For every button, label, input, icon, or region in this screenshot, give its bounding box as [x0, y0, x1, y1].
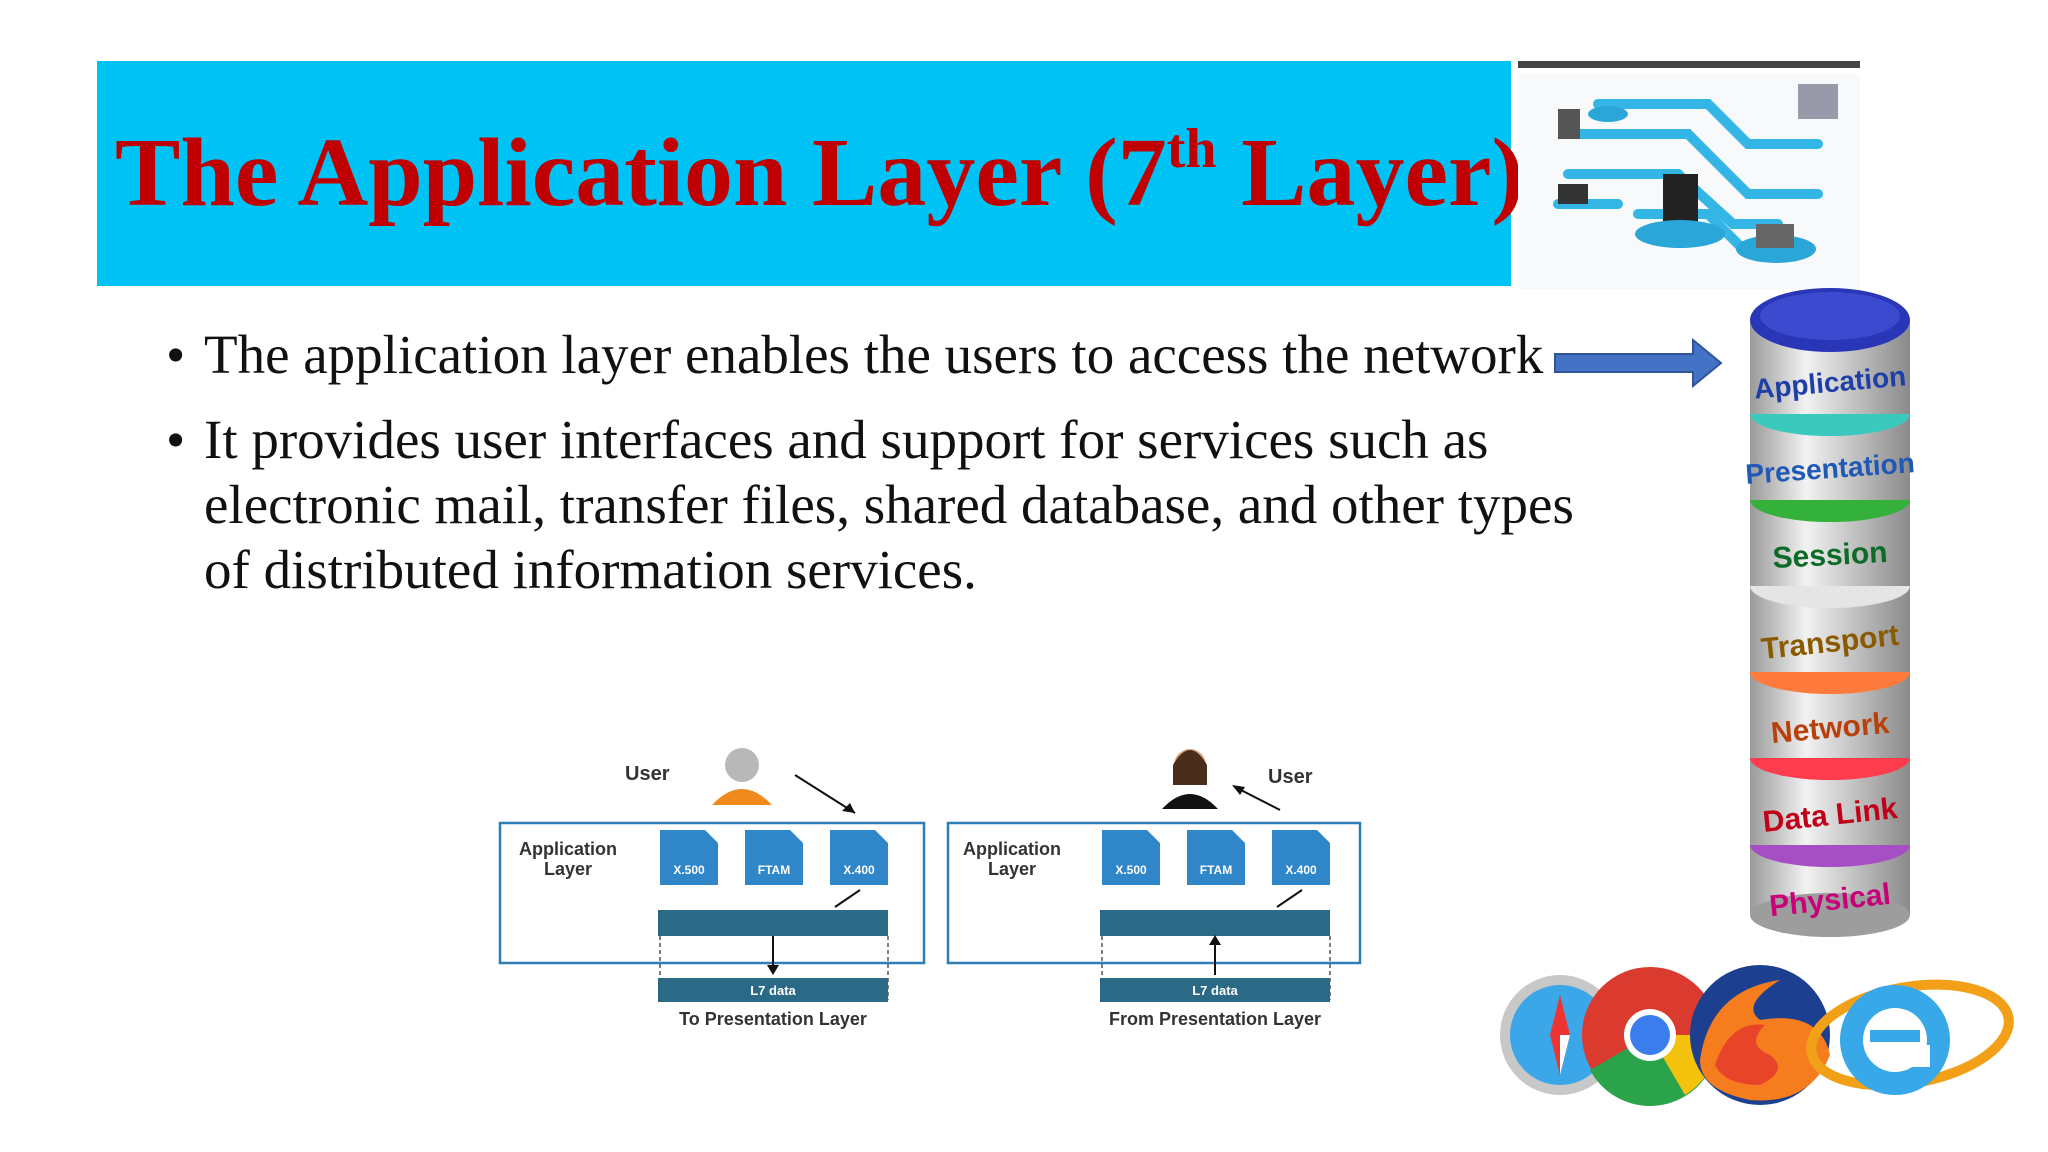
file-label: X.400	[1285, 863, 1317, 877]
ie-icon	[1806, 979, 2014, 1095]
file-label: FTAM	[1200, 863, 1232, 877]
layer-label-line1-left: Application	[519, 839, 617, 859]
file-icon: X.400	[830, 830, 888, 885]
file-icon: FTAM	[1187, 830, 1245, 885]
user-label-left: User	[625, 763, 670, 785]
layer-label-line2-left: Layer	[544, 859, 592, 879]
browser-logos	[1500, 965, 2014, 1106]
file-icon: X.400	[1272, 830, 1330, 885]
file-icon: FTAM	[745, 830, 803, 885]
application-layer-diagram: User Application Layer X.500 FTAM X.400 …	[498, 748, 1362, 1029]
osi-layer-presentation: Presentation	[1744, 392, 1916, 500]
title-main: The Application Layer (7	[115, 119, 1167, 227]
layer-label-line2-right: Layer	[988, 859, 1036, 879]
osi-layer-application: Application	[1750, 288, 1910, 414]
bullet-text: The application layer enables the users …	[204, 324, 1544, 385]
file-label: X.400	[843, 863, 875, 877]
bullet-dot: •	[166, 324, 186, 385]
network-icon	[1518, 74, 1860, 289]
top-rule	[1518, 61, 1860, 68]
arrow-right-icon	[1554, 338, 1723, 388]
title-bar: The Application Layer (7th Layer)	[97, 61, 1524, 286]
file-label: X.500	[1115, 863, 1147, 877]
caption-right: From Presentation Layer	[1109, 1009, 1321, 1029]
bullet-item: • The application layer enables the user…	[160, 322, 1560, 387]
file-label: FTAM	[758, 863, 790, 877]
title-superscript: th	[1166, 118, 1217, 180]
data-label-left: L7 data	[750, 983, 796, 998]
title-end: Layer)	[1216, 119, 1525, 227]
slide-title: The Application Layer (7th Layer)	[115, 121, 1524, 222]
caption-left: To Presentation Layer	[679, 1009, 867, 1029]
data-label-right: L7 data	[1192, 983, 1238, 998]
osi-layer-session: Session	[1750, 478, 1910, 586]
user-female-icon	[1162, 749, 1218, 809]
bullet-text: It provides user interfaces and support …	[204, 409, 1574, 600]
file-icon: X.500	[660, 830, 718, 885]
bullet-dot: •	[166, 409, 186, 470]
osi-label-session: Session	[1772, 536, 1889, 575]
osi-layer-network: Network	[1750, 650, 1910, 758]
user-male-icon	[712, 748, 772, 805]
bullet-list: • The application layer enables the user…	[160, 322, 1574, 622]
layer-label-line1-right: Application	[963, 839, 1061, 859]
file-icon: X.500	[1102, 830, 1160, 885]
file-label: X.500	[673, 863, 705, 877]
firefox-icon	[1690, 965, 1830, 1105]
user-label-right: User	[1268, 766, 1313, 788]
osi-layer-stack: Physical Data Link Network Transport Ses…	[1744, 288, 1916, 937]
bullet-item: • It provides user interfaces and suppor…	[160, 407, 1584, 602]
osi-layer-transport: Transport	[1750, 564, 1910, 672]
